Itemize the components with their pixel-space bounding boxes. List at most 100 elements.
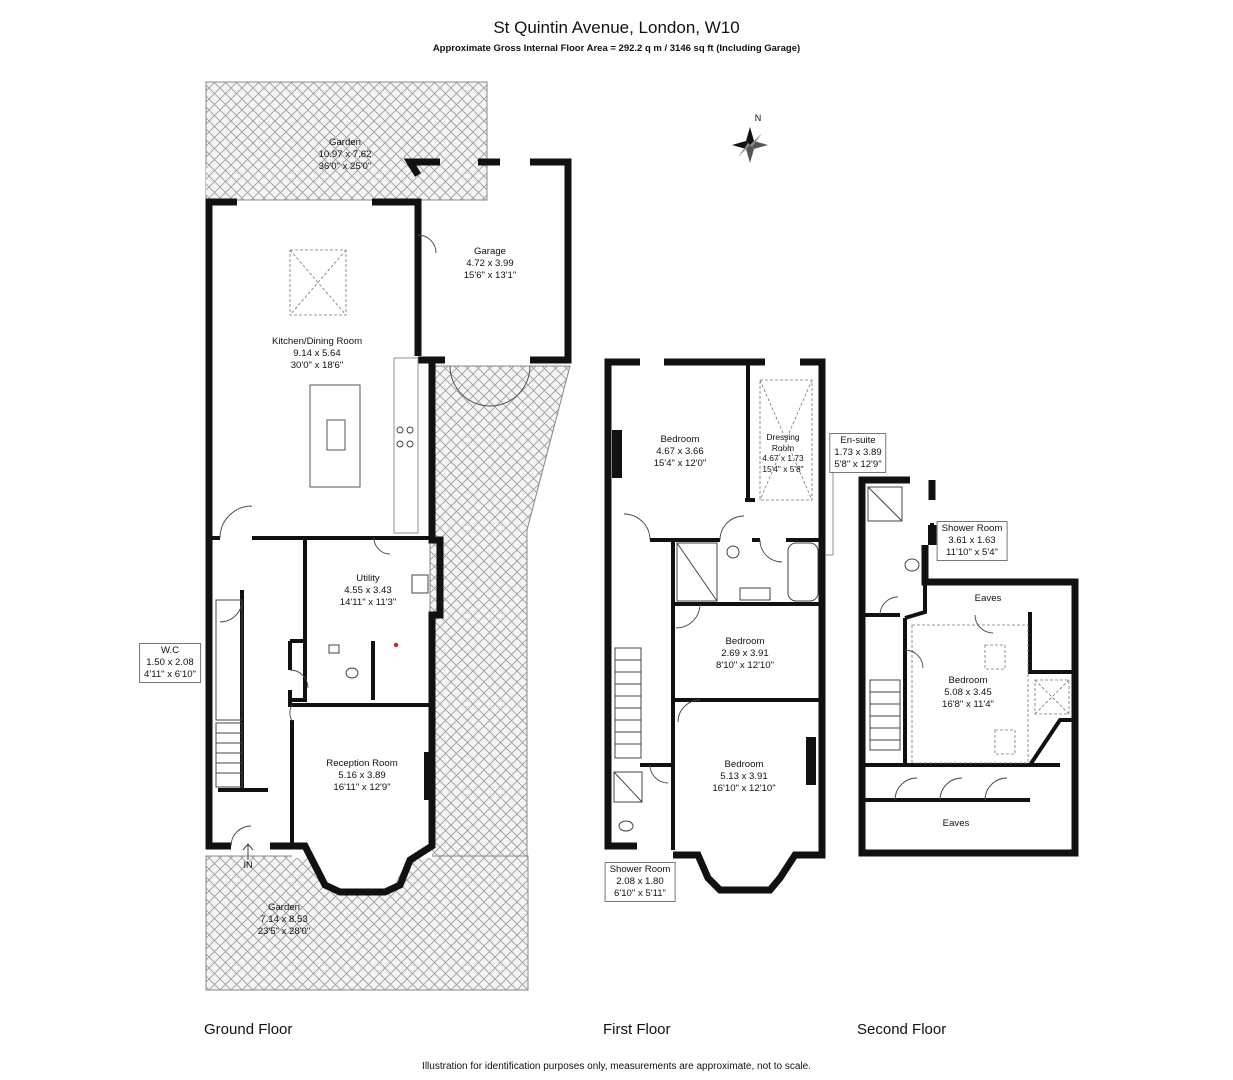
kitchen-units [393,357,419,534]
room-imperial: 6'10" x 5'11" [614,888,666,899]
room-name: Shower Room [941,523,1003,534]
kitchen-island [309,384,361,488]
first-stairs [614,647,642,759]
marker-dot [393,642,399,648]
room-name: Reception Room [326,758,398,769]
room-metric: 10.97 x 7.62 [318,149,372,160]
room-imperial: 16'11" x 12'9" [333,782,391,793]
first-shower-fixtures [613,771,643,832]
room-name-line1: Dressing [766,432,800,442]
room-metric: 1.73 x 3.89 [834,447,882,458]
first-floor-caption: First Floor [603,1021,671,1038]
room-metric: 3.61 x 1.63 [948,535,996,546]
room-label-bedroom-2: Bedroom 2.69 x 3.91 8'10" x 12'10" [716,636,774,672]
disclaimer-text: Illustration for identification purposes… [422,1061,811,1072]
room-name-line2: Room [771,442,795,453]
rear-garden-side-area [206,165,418,195]
garage-wall [403,158,440,177]
room-imperial: 15'4" x 12'0" [653,458,707,469]
second-skylights [911,624,1070,764]
ground-floor-caption: Ground Floor [204,1021,293,1038]
room-name: W.C [160,645,180,656]
second-floor-plan [858,476,1079,857]
room-name: Shower Room [609,864,671,875]
room-name: Eaves [974,593,1002,604]
room-name: Eaves [942,818,970,829]
ground-floor-plan [205,81,572,991]
room-metric: 4.55 x 3.43 [344,585,392,596]
room-metric: 5.13 x 3.91 [720,771,768,782]
room-label-rear-garden: Garden 10.97 x 7.62 36'0" x 25'0" [319,137,372,173]
room-metric: 1.50 x 2.08 [146,657,194,668]
room-name: En-suite [840,435,876,446]
room-metric: 2.08 x 1.80 [616,876,664,887]
first-floor-plan [604,358,834,894]
kitchen-skylight [289,249,347,316]
room-imperial: 5'8" x 12'9" [834,459,882,470]
room-label-garage: Garage 4.72 x 3.99 15'6" x 13'1" [464,246,517,282]
room-metric: 4.67 x 3.66 [656,446,704,457]
room-metric: 5.16 x 3.89 [338,770,386,781]
room-label-second-shower: Shower Room 3.61 x 1.63 11'10" x 5'4" [936,521,1008,561]
room-label-ensuite: En-suite 1.73 x 3.89 5'8" x 12'9" [829,433,887,473]
room-imperial: 4'11" x 6'10" [144,669,196,680]
room-imperial: 30'0" x 18'6" [290,360,344,371]
room-label-dressing: Dressing Room 4.67 x 1.73 15'4" x 5'8" [762,432,803,474]
room-metric: 5.08 x 3.45 [944,687,992,698]
room-metric: 2.69 x 3.91 [721,648,769,659]
room-label-first-shower: Shower Room 2.08 x 1.80 6'10" x 5'11" [604,862,676,902]
room-label-bedroom-4: Bedroom 5.08 x 3.45 16'8" x 11'4" [942,675,994,711]
room-imperial: 11'10" x 5'4" [946,547,998,558]
room-imperial: 23'5" x 28'0" [257,926,311,937]
room-name: Bedroom [948,675,988,686]
second-stairs [869,679,901,751]
ensuite-fixtures [676,542,819,602]
room-metric: 9.14 x 5.64 [293,348,341,359]
room-imperial: 16'8" x 11'4" [942,699,994,710]
room-label-kitchen: Kitchen/Dining Room 9.14 x 5.64 30'0" x … [272,336,362,372]
room-label-eaves-top: Eaves [975,593,1002,605]
room-metric: 4.72 x 3.99 [466,258,514,269]
room-label-front-garden: Garden 7.14 x 8.53 23'5" x 28'0" [258,902,311,938]
room-name: Garage [474,246,506,257]
kitchen-sink-icon [326,419,346,451]
room-name: Bedroom [724,759,764,770]
second-floor-caption: Second Floor [857,1021,947,1038]
second-shower-fixtures [867,486,920,572]
entrance-arrow-icon [242,843,254,860]
room-imperial: 15'6" x 13'1" [463,270,517,281]
hob-icon [396,426,414,448]
room-label-bedroom-3: Bedroom 5.13 x 3.91 16'10" x 12'10" [712,759,775,795]
dressing-room-skylight [759,379,813,501]
room-imperial: 14'11" x 11'3" [339,597,397,608]
room-metric: 7.14 x 8.53 [260,914,308,925]
compass-north-label: N [754,113,762,123]
room-label-wc: W.C 1.50 x 2.08 4'11" x 6'10" [139,643,201,683]
plan-title: St Quintin Avenue, London, W10 [493,18,740,37]
room-name: Utility [356,573,380,584]
ground-stairs [215,599,243,788]
room-name: Garden [268,902,300,913]
wc-toilet-icon [345,667,359,679]
room-imperial: 8'10" x 12'10" [716,660,774,671]
room-imperial: 16'10" x 12'10" [712,783,776,794]
entrance-label: IN [243,860,253,870]
room-imperial: 15'4" x 5'8" [762,463,804,474]
floor-area-subtitle: Approximate Gross Internal Floor Area = … [432,43,801,54]
room-name: Kitchen/Dining Room [271,336,363,347]
room-name: Garden [329,137,361,148]
room-name: Bedroom [725,636,765,647]
room-imperial: 36'0" x 25'0" [318,161,372,172]
room-metric: 4.67 x 1.73 [762,453,804,463]
room-label-eaves-bottom: Eaves [943,818,970,830]
room-label-utility: Utility 4.55 x 3.43 14'11" x 11'3" [340,573,397,609]
first-outer-wall [604,358,640,850]
door-arc [219,505,253,539]
compass-icon [732,127,768,163]
room-label-reception: Reception Room 5.16 x 3.89 16'11" x 12'9… [326,758,397,794]
wc-basin-icon [328,644,340,654]
room-name: Bedroom [660,434,700,445]
utility-sink-icon [411,574,429,594]
ground-outer-wall [205,198,237,850]
